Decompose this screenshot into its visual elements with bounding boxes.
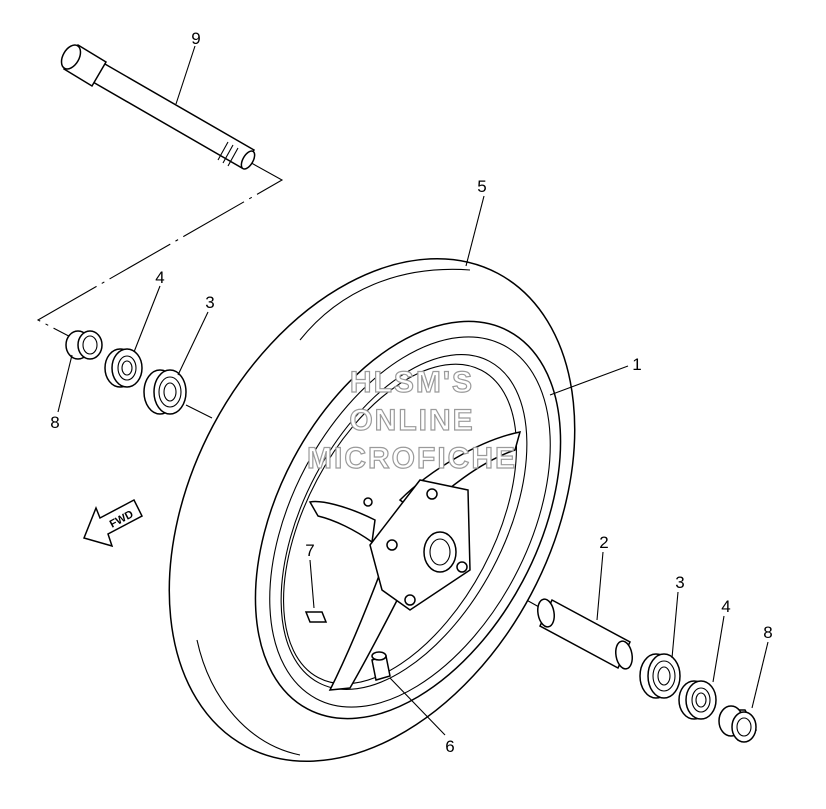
callout-spacer-left: 8 [50, 413, 59, 432]
wheel-hub [363, 479, 471, 611]
forward-direction-arrow: FWD [82, 498, 143, 548]
callout-bearing-right: 3 [675, 573, 684, 592]
callout-wheel: 1 [632, 355, 641, 374]
bearing-right [639, 653, 681, 699]
callout-valve: 6 [445, 737, 454, 756]
callout-balance-weight: 7 [305, 541, 314, 560]
watermark: HLSM'S ONLINE MICROFICHE [306, 365, 517, 475]
spacer-right [718, 705, 758, 743]
balance-weight [304, 611, 328, 623]
callout-oil-seal-left: 4 [155, 268, 164, 287]
callout-tire: 5 [477, 177, 486, 196]
watermark-line-2: ONLINE [349, 404, 474, 437]
axle [60, 43, 256, 170]
oil-seal-left [104, 348, 143, 388]
callout-axle: 9 [191, 29, 200, 48]
watermark-line-3: MICROFICHE [307, 442, 517, 475]
spacer-left [65, 330, 103, 360]
callout-spacer-right: 8 [763, 623, 772, 642]
oil-seal-right [678, 680, 717, 720]
watermark-line-1: HLSM'S [350, 366, 474, 399]
tire-valve [371, 651, 391, 681]
bearing-left [143, 369, 187, 415]
callout-numbers: 9 5 1 4 3 8 2 3 4 8 7 6 [50, 29, 772, 756]
leader-lines [57, 45, 769, 736]
callout-oil-seal-right: 4 [721, 597, 730, 616]
collar [537, 598, 633, 670]
callout-bearing-left: 3 [205, 293, 214, 312]
callout-collar: 2 [599, 533, 608, 552]
